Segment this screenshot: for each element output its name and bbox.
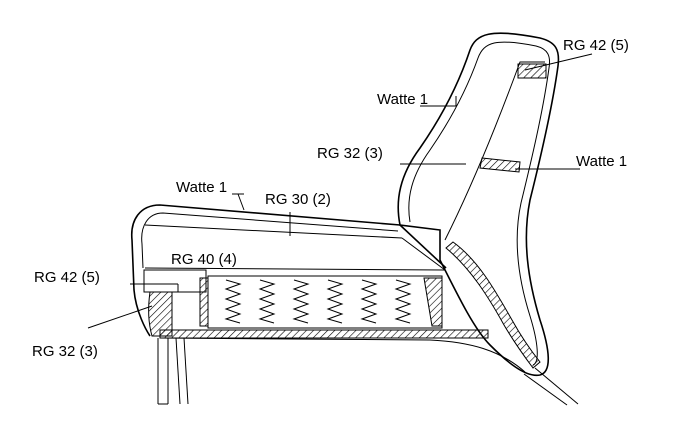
label-rg42-top: RG 42 (5) — [563, 37, 629, 54]
backrest-hatched-frame — [445, 241, 541, 369]
spring-box — [207, 275, 443, 329]
label-rg40: RG 40 (4) — [171, 251, 237, 268]
label-watte-back: Watte 1 — [377, 91, 428, 108]
label-watte-right: Watte 1 — [576, 153, 627, 170]
label-rg30: RG 30 (2) — [265, 191, 331, 208]
leader-watte-seat — [237, 193, 245, 211]
spring-coil-2 — [258, 279, 276, 324]
backrest-top-rg42-block — [517, 63, 547, 79]
spring-frame-left-hatched — [199, 277, 209, 327]
label-rg42-left: RG 42 (5) — [34, 269, 100, 286]
leader-rg42-top — [524, 53, 593, 71]
seat-top-wadding — [141, 212, 399, 269]
seat-base-board — [159, 329, 489, 339]
seat-cushion-lower — [144, 267, 446, 271]
backrest-frame-line — [444, 61, 545, 241]
seat — [131, 204, 526, 405]
label-rg32-back: RG 32 (3) — [317, 145, 383, 162]
rear-leg-line-1 — [534, 367, 579, 405]
leader-rg32-left — [87, 305, 153, 329]
spring-frame-right-hatched — [423, 277, 443, 327]
backrest — [397, 32, 579, 406]
leader-lines — [87, 53, 593, 329]
backrest-wadding-line — [408, 41, 551, 366]
spring-coil-1 — [224, 279, 242, 324]
rear-leg-line-2 — [523, 373, 568, 406]
seat-back-seam — [399, 224, 447, 269]
front-leg-line-3 — [175, 337, 181, 405]
seat-front-rg32-hatched — [148, 291, 173, 337]
spring-coils — [224, 279, 412, 324]
spring-coil-3 — [292, 279, 310, 324]
backrest-outer-shell — [397, 32, 560, 376]
label-rg32-left: RG 32 (3) — [32, 343, 98, 360]
seat-rg30-cushion — [144, 224, 403, 239]
seat-lower-curve — [159, 337, 526, 373]
seat-front-rg42-block — [143, 269, 207, 293]
front-leg-line-4 — [183, 337, 189, 405]
label-watte-seat: Watte 1 — [176, 179, 227, 196]
spring-coil-5 — [360, 279, 378, 324]
spring-coil-6 — [394, 279, 412, 324]
backrest-middle-band — [479, 157, 521, 173]
seat-top-outer — [131, 204, 401, 337]
spring-coil-4 — [326, 279, 344, 324]
seat-rg30-cushion-bottom — [401, 237, 446, 271]
